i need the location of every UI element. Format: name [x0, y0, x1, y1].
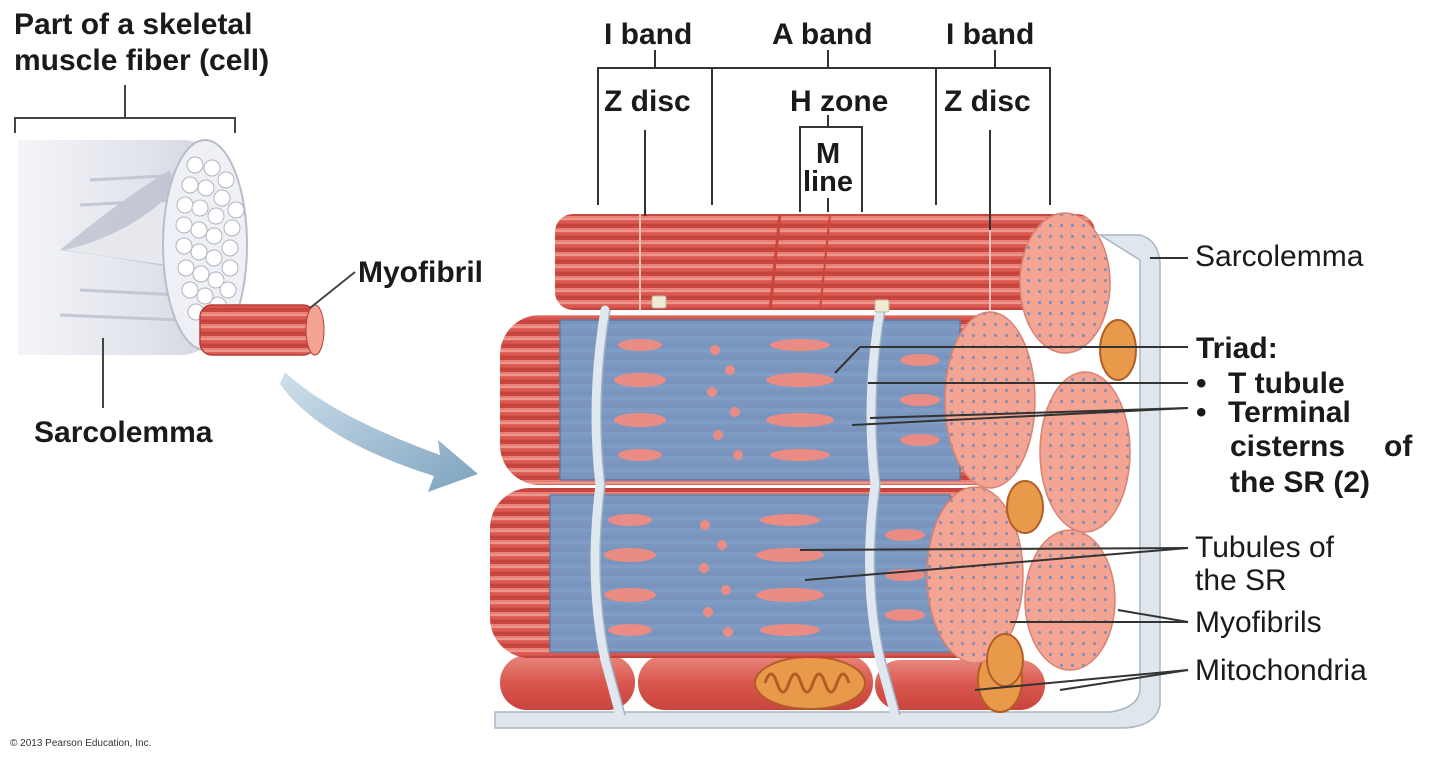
skeletal-fiber-illustration — [14, 85, 356, 408]
label-z-disc-right: Z disc — [944, 85, 1031, 118]
label-triad: Triad: — [1196, 332, 1278, 365]
label-terminal-line1: Terminal — [1228, 396, 1351, 429]
label-tubules-line1: Tubules of — [1195, 531, 1334, 564]
label-sarcolemma-right: Sarcolemma — [1195, 240, 1364, 273]
label-i-band-left: I band — [604, 18, 693, 51]
label-mitochondria: Mitochondria — [1195, 654, 1367, 687]
label-m-line-line1: M — [816, 138, 841, 170]
label-a-band: A band — [772, 18, 873, 51]
label-part-of-fiber-line2: muscle fiber (cell) — [14, 44, 270, 77]
label-sarcolemma-left: Sarcolemma — [34, 416, 213, 449]
label-tubules-line2: the SR — [1195, 564, 1287, 597]
label-terminal-of: of — [1384, 430, 1413, 463]
leader-lines — [597, 50, 1189, 691]
label-m-line-line2: line — [803, 166, 853, 198]
label-myofibril: Myofibril — [358, 256, 483, 289]
magnification-arrow — [280, 372, 478, 492]
label-t-tubule: T tubule — [1228, 367, 1345, 400]
label-terminal-line3: the SR (2) — [1230, 466, 1371, 499]
myofibril-detail-illustration — [490, 212, 1161, 729]
bullet-t-tubule: • — [1196, 367, 1207, 400]
label-terminal-line2: cisterns — [1230, 430, 1346, 463]
label-h-zone: H zone — [790, 85, 889, 118]
label-i-band-right: I band — [946, 18, 1035, 51]
label-part-of-fiber-line1: Part of a skeletal — [14, 8, 253, 41]
bullet-terminal-cisterns: • — [1196, 396, 1207, 429]
copyright-notice: © 2013 Pearson Education, Inc. — [10, 738, 152, 749]
label-z-disc-left: Z disc — [604, 85, 691, 118]
label-myofibrils: Myofibrils — [1195, 606, 1322, 639]
